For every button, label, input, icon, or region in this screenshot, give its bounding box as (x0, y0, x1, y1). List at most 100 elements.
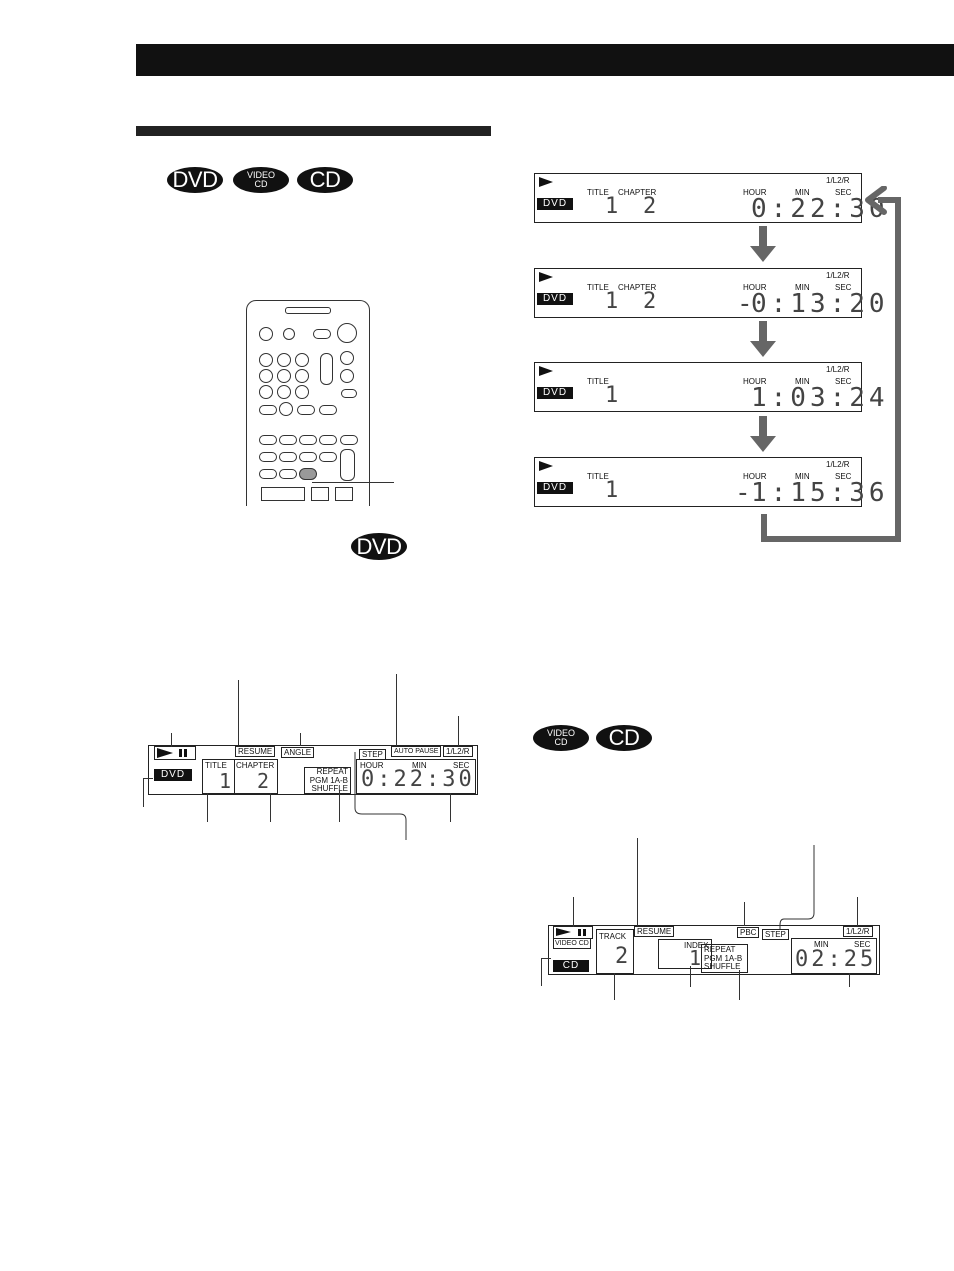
audio-channel-label: 1/L2/R (826, 176, 850, 185)
remote-button[interactable] (259, 452, 277, 462)
minus-button[interactable] (340, 369, 354, 383)
chapter-number: 2 (643, 289, 659, 314)
callout-line (541, 958, 551, 959)
sec-label: SEC (835, 188, 852, 197)
time-button[interactable] (299, 468, 317, 480)
min-label: MIN (814, 940, 829, 949)
number-button[interactable] (295, 385, 309, 399)
remote-button[interactable] (279, 452, 297, 462)
title-label: TITLE (587, 283, 609, 292)
jog-rocker[interactable] (340, 449, 355, 481)
display-button[interactable] (283, 328, 295, 340)
remote-button[interactable] (319, 452, 337, 462)
time-readout: 1:03:24 (751, 383, 889, 413)
index-number: 1 (689, 946, 704, 970)
remote-control (246, 300, 370, 506)
title-label: TITLE (587, 377, 609, 386)
prev-button[interactable] (259, 469, 277, 479)
pause-button[interactable] (311, 487, 329, 501)
video-cd-badge-section-top: VIDEO (546, 728, 575, 738)
down-arrow-icon (750, 416, 776, 452)
remote-button[interactable] (341, 389, 357, 398)
number-button[interactable] (277, 385, 291, 399)
remote-button[interactable] (319, 435, 337, 445)
play-mode-frame: REPEAT PGM 1A-B SHUFFLE (304, 767, 351, 794)
angle-indicator: ANGLE (281, 747, 315, 758)
audio-channel-label: 1/L2/R (826, 271, 850, 280)
callout-line (573, 897, 574, 927)
callout-line (739, 970, 740, 1000)
callout-line (614, 973, 615, 1000)
number-button[interactable] (259, 353, 273, 367)
callout-line (541, 958, 542, 986)
hour-label: HOUR (743, 188, 767, 197)
shuffle-indicator: SHUFFLE (704, 962, 741, 971)
remote-button[interactable] (299, 452, 317, 462)
power-button[interactable] (337, 323, 357, 343)
number-button[interactable] (277, 369, 291, 383)
callout-line (690, 966, 691, 987)
remote-button[interactable] (279, 435, 297, 445)
eject-button[interactable] (259, 327, 273, 341)
title-number: 1 (605, 289, 621, 314)
remote-button[interactable] (299, 435, 317, 445)
title-number: 1 (605, 383, 621, 408)
callout-line (238, 680, 239, 745)
chapter-number: 2 (643, 194, 659, 219)
chapter-label: CHAPTER (618, 283, 657, 292)
play-icon (539, 272, 553, 282)
play-mode-frame: REPEAT PGM 1A-B SHUFFLE (701, 944, 748, 973)
callout-line (744, 902, 745, 926)
callout-line (339, 791, 340, 822)
volume-rocker[interactable] (320, 353, 333, 385)
remote-button[interactable] (259, 435, 277, 445)
number-button[interactable] (295, 353, 309, 367)
hour-label: HOUR (743, 283, 767, 292)
dvd-badge-section: DVD (351, 533, 407, 560)
time-prefix: - (735, 478, 755, 508)
number-button-zero[interactable] (279, 402, 293, 416)
plus-button[interactable] (340, 351, 354, 365)
disc-indicator: DVD (537, 293, 573, 305)
time-readout: 02:25 (795, 947, 877, 972)
time-display-4: DVD TITLE 1 HOUR MIN SEC 1/L2/R - 1:15:3… (534, 457, 885, 508)
remote-button[interactable] (313, 329, 331, 339)
cd-badge-section-label: CD (608, 725, 640, 750)
index-label: INDEX (684, 941, 709, 950)
number-button[interactable] (277, 353, 291, 367)
resume-indicator: RESUME (235, 746, 276, 757)
remote-button[interactable] (319, 405, 337, 415)
stop-button[interactable] (335, 487, 353, 501)
number-button[interactable] (259, 369, 273, 383)
shuffle-indicator: SHUFFLE (311, 784, 348, 793)
time-button-callout (312, 482, 394, 483)
play-icon (157, 748, 173, 758)
time-frame: MIN SEC 02:25 (791, 938, 877, 974)
remote-button[interactable] (297, 405, 315, 415)
video-cd-badge-section-bottom: CD (554, 737, 568, 747)
video-cd-badge-top: VIDEO (246, 170, 275, 180)
callout-line (450, 793, 451, 822)
hour-label: HOUR (743, 377, 767, 386)
remote-button[interactable] (259, 405, 277, 415)
sec-label: SEC (835, 283, 852, 292)
track-frame: TRACK 2 (596, 929, 634, 974)
pause-icon (578, 929, 581, 936)
number-button[interactable] (259, 385, 273, 399)
pause-icon (179, 749, 182, 757)
remote-button[interactable] (340, 435, 358, 445)
audio-channel-indicator: 1/L2/R (443, 746, 473, 757)
title-label: TITLE (205, 761, 227, 770)
disc-indicator: CD (553, 960, 589, 972)
play-button[interactable] (261, 487, 305, 501)
program-ab-indicator: PGM 1A-B (309, 775, 348, 785)
number-button[interactable] (295, 369, 309, 383)
next-button[interactable] (279, 469, 297, 479)
track-label: TRACK (599, 932, 627, 941)
time-prefix: - (737, 289, 757, 319)
resume-indicator: RESUME (634, 926, 675, 937)
vcd-front-panel-display: VIDEO CD CD TRACK 2 RESUME INDEX 1 REPEA… (548, 925, 880, 975)
callout-line (849, 973, 850, 987)
play-mode-stack: REPEAT PGM 1A-B SHUFFLE (309, 767, 348, 794)
